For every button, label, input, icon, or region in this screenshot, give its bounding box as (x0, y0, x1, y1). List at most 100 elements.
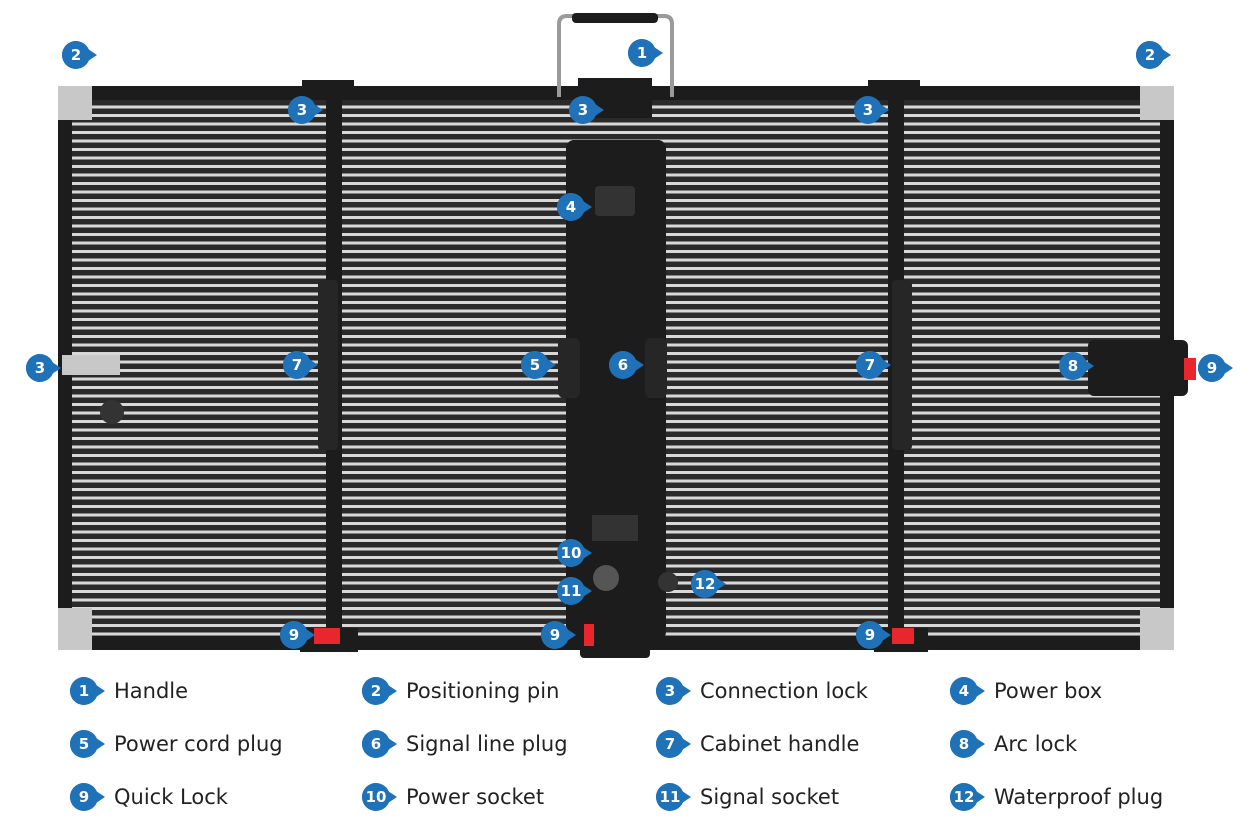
legend-badge: 1 (70, 677, 105, 705)
legend-label: Power cord plug (114, 732, 283, 756)
callout-badge: 1 (70, 677, 105, 705)
callout-badge: 10 (362, 783, 397, 811)
callout-badge: 7 (283, 351, 318, 379)
legend-item: 1 Handle (68, 674, 188, 708)
legend-item: 8 Arc lock (948, 727, 1077, 761)
legend-item: 2 Positioning pin (360, 674, 559, 708)
callout-badge: 12 (950, 783, 985, 811)
callout-badge: 2 (1136, 41, 1171, 69)
callout-number: 10 (366, 788, 387, 806)
legend-badge: 10 (362, 783, 397, 811)
callout-number: 2 (71, 46, 81, 64)
legend-item: 12 Waterproof plug (948, 780, 1163, 814)
callout-number: 10 (561, 544, 582, 562)
handle-icon (557, 13, 674, 97)
callout-badge: 8 (950, 730, 985, 758)
legend-item: 5 Power cord plug (68, 727, 283, 761)
callout-number: 6 (618, 356, 628, 374)
callout-number: 9 (865, 626, 875, 644)
callout-badge: 3 (288, 96, 323, 124)
callout-badge: 5 (70, 730, 105, 758)
legend-label: Waterproof plug (994, 785, 1164, 809)
callout-badge: 9 (280, 621, 315, 649)
callout-badge: 9 (70, 783, 105, 811)
connection-locks (62, 80, 920, 424)
legend-label: Signal line plug (406, 732, 568, 756)
callout-badge: 7 (656, 730, 691, 758)
callout-number: 4 (566, 198, 576, 216)
callout-number: 3 (297, 101, 307, 119)
callout-number: 9 (1207, 359, 1217, 377)
legend-item: 9 Quick Lock (68, 780, 228, 814)
callout-number: 4 (959, 682, 969, 700)
legend-badge: 9 (70, 783, 105, 811)
legend-badge: 6 (362, 730, 397, 758)
callout-badge: 8 (1059, 352, 1094, 380)
legend-label: Power box (994, 679, 1103, 703)
legend-label: Positioning pin (406, 679, 560, 703)
callout-number: 3 (35, 359, 45, 377)
legend-badge: 4 (950, 677, 985, 705)
callout-badge: 3 (569, 96, 604, 124)
callout-number: 7 (665, 735, 675, 753)
callout-number: 3 (665, 682, 675, 700)
callout-number: 2 (1145, 46, 1155, 64)
legend-item: 11 Signal socket (654, 780, 839, 814)
callout-badge: 6 (362, 730, 397, 758)
callout-number: 8 (1068, 357, 1078, 375)
legend-item: 6 Signal line plug (360, 727, 568, 761)
legend-label: Arc lock (994, 732, 1078, 756)
callout-number: 9 (550, 626, 560, 644)
callout-number: 11 (660, 788, 681, 806)
vertical-bar-right (888, 96, 912, 646)
legend-badge: 5 (70, 730, 105, 758)
callout-badge: 9 (1198, 354, 1233, 382)
callout-number: 1 (637, 44, 647, 62)
callout-badge: 5 (521, 351, 556, 379)
callout-badge: 4 (950, 677, 985, 705)
callout-number: 7 (292, 356, 302, 374)
callout-number: 12 (954, 788, 975, 806)
callout-number: 2 (371, 682, 381, 700)
callout-badge: 11 (656, 783, 691, 811)
positioning-pins (58, 86, 1174, 650)
callout-number: 9 (289, 626, 299, 644)
legend-label: Quick Lock (114, 785, 228, 809)
legend-badge: 2 (362, 677, 397, 705)
callout-number: 7 (865, 356, 875, 374)
legend-badge: 11 (656, 783, 691, 811)
legend-label: Handle (114, 679, 189, 703)
center-spine (558, 78, 667, 658)
callout-badge: 4 (557, 193, 592, 221)
callout-badge: 12 (691, 570, 726, 598)
arc-lock (1088, 340, 1188, 396)
legend-item: 4 Power box (948, 674, 1102, 708)
callout-number: 3 (863, 101, 873, 119)
callout-number: 9 (79, 788, 89, 806)
callout-badge: 6 (609, 351, 644, 379)
callout-badge: 3 (656, 677, 691, 705)
vertical-bar-left (318, 96, 342, 646)
callout-badge: 7 (856, 351, 891, 379)
legend-label: Signal socket (700, 785, 840, 809)
callout-badge: 2 (362, 677, 397, 705)
callout-number: 5 (530, 356, 540, 374)
callout-badge: 9 (541, 621, 576, 649)
socket-cluster (593, 565, 678, 592)
callout-number: 3 (578, 101, 588, 119)
callout-badge: 10 (557, 539, 592, 567)
legend-badge: 8 (950, 730, 985, 758)
callout-number: 11 (561, 582, 582, 600)
callout-badge: 2 (62, 41, 97, 69)
callout-badge: 9 (856, 621, 891, 649)
legend-badge: 3 (656, 677, 691, 705)
callout-number: 12 (695, 575, 716, 593)
callout-badge: 1 (628, 39, 663, 67)
callout-number: 1 (79, 682, 89, 700)
legend-badge: 7 (656, 730, 691, 758)
